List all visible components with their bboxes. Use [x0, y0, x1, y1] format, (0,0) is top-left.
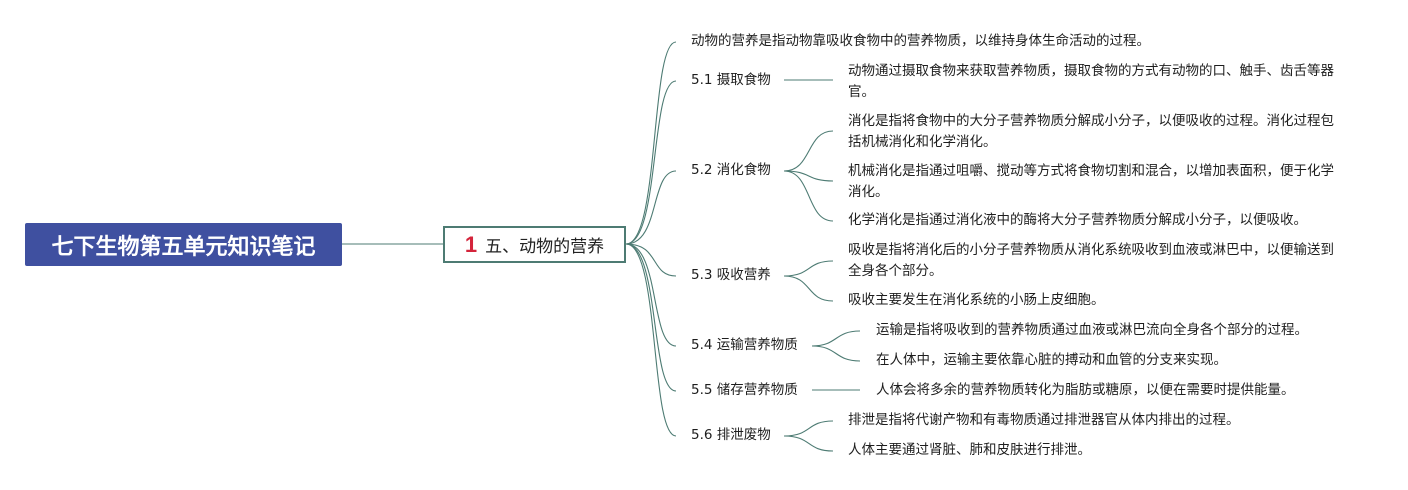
section-5-4-note-2[interactable]: 在人体中，运输主要依靠心脏的搏动和血管的分支来实现。 — [876, 352, 1227, 368]
link-5-4-note-1 — [811, 330, 861, 347]
link-5-3-note-2 — [783, 275, 834, 302]
section-5-4-note-1[interactable]: 运输是指将吸收到的营养物质通过血液或淋巴流向全身各个部分的过程。 — [876, 322, 1308, 338]
section-5-6-note-2[interactable]: 人体主要通过肾脏、肺和皮肤进行排泄。 — [848, 442, 1091, 458]
link-5-6-note-2 — [783, 435, 834, 452]
main-topic-label: 五、动物的营养 — [485, 237, 605, 257]
link-main-5-5 — [625, 243, 677, 392]
link-main-5-6 — [625, 243, 677, 437]
section-5-1-note-1[interactable]: 动物通过摄取食物来获取营养物质，摄取食物的方式有动物的口、触手、齿舌等器官。 — [848, 63, 1334, 100]
section-5-3-note-2[interactable]: 吸收主要发生在消化系统的小肠上皮细胞。 — [848, 292, 1105, 308]
section-5-2-label[interactable]: 5.2 消化食物 — [691, 162, 771, 178]
topic-number-badge: 1 — [464, 231, 478, 257]
section-5-2-note-1[interactable]: 消化是指将食物中的大分子营养物质分解成小分子，以便吸收的过程。消化过程包括机械消… — [848, 113, 1334, 150]
link-5-3-note-1 — [783, 260, 834, 277]
main-topic[interactable]: 1 五、动物的营养 — [443, 226, 626, 263]
section-5-6-label[interactable]: 5.6 排泄废物 — [691, 427, 771, 443]
section-5-2-note-2[interactable]: 机械消化是指通过咀嚼、搅动等方式将食物切割和混合，以增加表面积，便于化学消化。 — [848, 163, 1334, 200]
intro-note[interactable]: 动物的营养是指动物靠吸收食物中的营养物质，以维持身体生命活动的过程。 — [691, 33, 1150, 49]
section-5-6-note-1[interactable]: 排泄是指将代谢产物和有毒物质通过排泄器官从体内排出的过程。 — [848, 412, 1240, 428]
section-5-4-label[interactable]: 5.4 运输营养物质 — [691, 337, 798, 353]
link-main-5-1 — [625, 80, 677, 245]
link-5-2-note-2 — [783, 170, 834, 182]
link-main-intro — [625, 41, 677, 245]
section-5-3-label[interactable]: 5.3 吸收营养 — [691, 267, 771, 283]
section-5-3-note-1[interactable]: 吸收是指将消化后的小分子营养物质从消化系统吸收到血液或淋巴中，以便输送到全身各个… — [848, 242, 1334, 279]
link-5-6-note-1 — [783, 420, 834, 437]
link-main-5-4 — [625, 243, 677, 347]
link-main-5-3 — [625, 243, 677, 277]
link-5-2-note-3 — [783, 170, 834, 222]
link-5-2-note-1 — [783, 130, 834, 172]
root-topic-label: 七下生物第五单元知识笔记 — [51, 234, 316, 260]
link-5-4-note-2 — [811, 345, 861, 362]
link-main-5-2 — [625, 170, 677, 245]
section-5-5-label[interactable]: 5.5 储存营养物质 — [691, 382, 798, 398]
section-5-5-note-1[interactable]: 人体会将多余的营养物质转化为脂肪或糖原，以便在需要时提供能量。 — [876, 382, 1295, 398]
section-5-2-note-3[interactable]: 化学消化是指通过消化液中的酶将大分子营养物质分解成小分子，以便吸收。 — [848, 212, 1307, 228]
section-5-1-label[interactable]: 5.1 摄取食物 — [691, 72, 771, 88]
root-topic[interactable]: 七下生物第五单元知识笔记 — [25, 223, 342, 266]
